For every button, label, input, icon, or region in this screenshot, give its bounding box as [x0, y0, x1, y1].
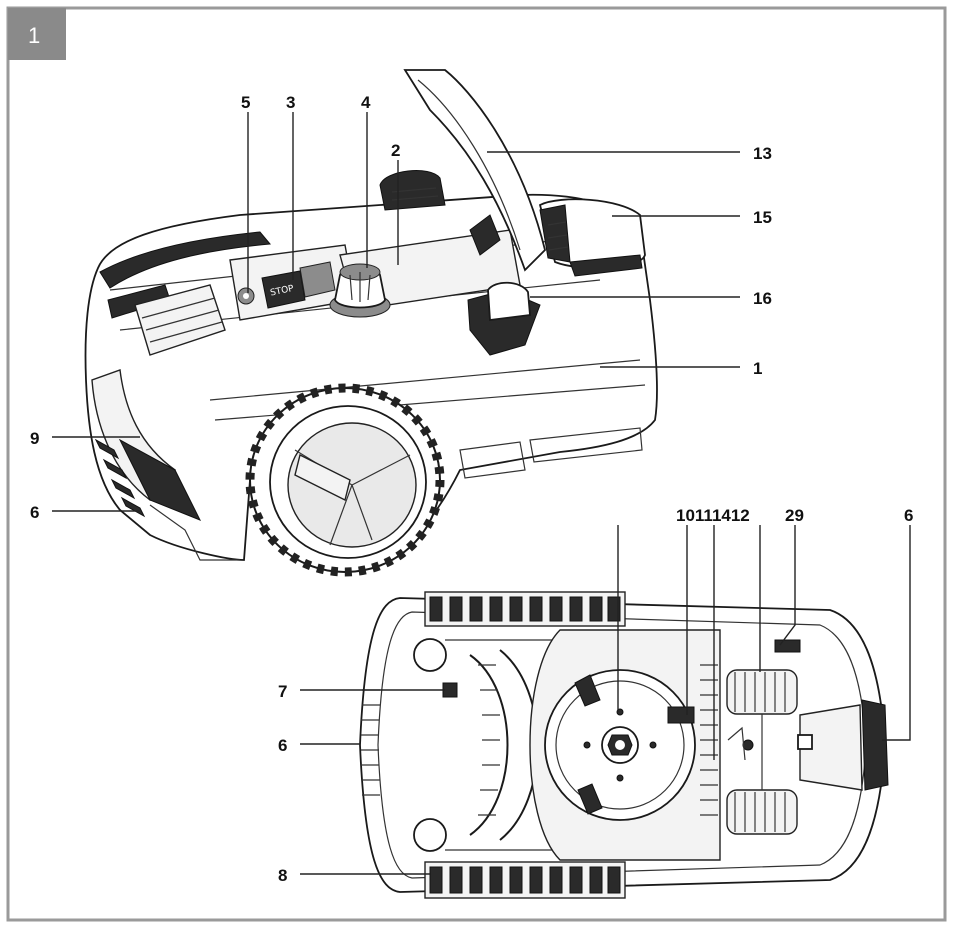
front-wheel — [149, 504, 240, 561]
rear-bracket-bottom — [413, 818, 447, 852]
callout-5: 5 — [241, 93, 250, 112]
bottom-drive-track — [424, 861, 626, 899]
top-drive-track — [424, 591, 626, 627]
callout-4: 4 — [361, 93, 371, 112]
underside-inner — [377, 611, 867, 879]
callout-13: 13 — [753, 144, 772, 163]
callout-8: 8 — [278, 866, 287, 885]
mower-top-view: STOP — [84, 69, 658, 577]
mower-bottom-view — [359, 591, 889, 899]
top-band — [99, 231, 271, 289]
stop-button — [261, 270, 306, 309]
front-nose-slot — [797, 734, 813, 750]
drive-wheel-top — [726, 669, 798, 715]
contact-29 — [774, 639, 801, 653]
callout-6-left: 6 — [278, 736, 287, 755]
figure-number-tag — [8, 8, 66, 60]
front-bumper-right — [861, 699, 889, 791]
callout-9: 9 — [30, 429, 39, 448]
cutting-height-knob — [329, 263, 391, 318]
deck-comb — [700, 664, 718, 816]
drive-wheel-bottom — [726, 789, 798, 835]
callout-29: 29 — [785, 506, 804, 525]
callout-16: 16 — [753, 289, 772, 308]
callout-1: 1 — [753, 359, 762, 378]
rear-handle-grip — [391, 187, 439, 201]
callout-6-right: 6 — [904, 506, 913, 525]
on-off-button-inner — [243, 293, 249, 299]
cutting-disc — [544, 669, 696, 821]
side-panel-line — [209, 359, 641, 401]
front-vent — [134, 284, 226, 356]
callout-3: 3 — [286, 93, 295, 112]
stop-button-label: STOP — [269, 284, 295, 299]
display-cover — [299, 261, 336, 298]
callout-labels: 5 3 4 2 13 15 16 1 9 6 10111412 29 6 7 6… — [30, 93, 913, 885]
rear-wheel — [245, 383, 445, 577]
callout-6-top: 6 — [30, 503, 39, 522]
callout-7: 7 — [278, 682, 287, 701]
sensor-7 — [442, 682, 458, 698]
charging-contacts — [467, 281, 541, 356]
side-vent-2 — [529, 427, 643, 463]
lid-inner — [417, 79, 521, 251]
front-lower — [118, 438, 202, 521]
callout-10-12: 10111412 — [676, 506, 750, 525]
figure-frame — [6, 6, 947, 922]
callout-15: 15 — [753, 208, 772, 227]
front-nose — [799, 704, 863, 791]
rear-bracket-top — [413, 638, 447, 672]
leader-lines — [52, 112, 911, 875]
lid-hinge — [469, 214, 501, 256]
callout-2: 2 — [391, 141, 400, 160]
sensor-11 — [727, 726, 746, 761]
figure-number: 1 — [28, 23, 40, 48]
side-vent — [459, 441, 526, 479]
